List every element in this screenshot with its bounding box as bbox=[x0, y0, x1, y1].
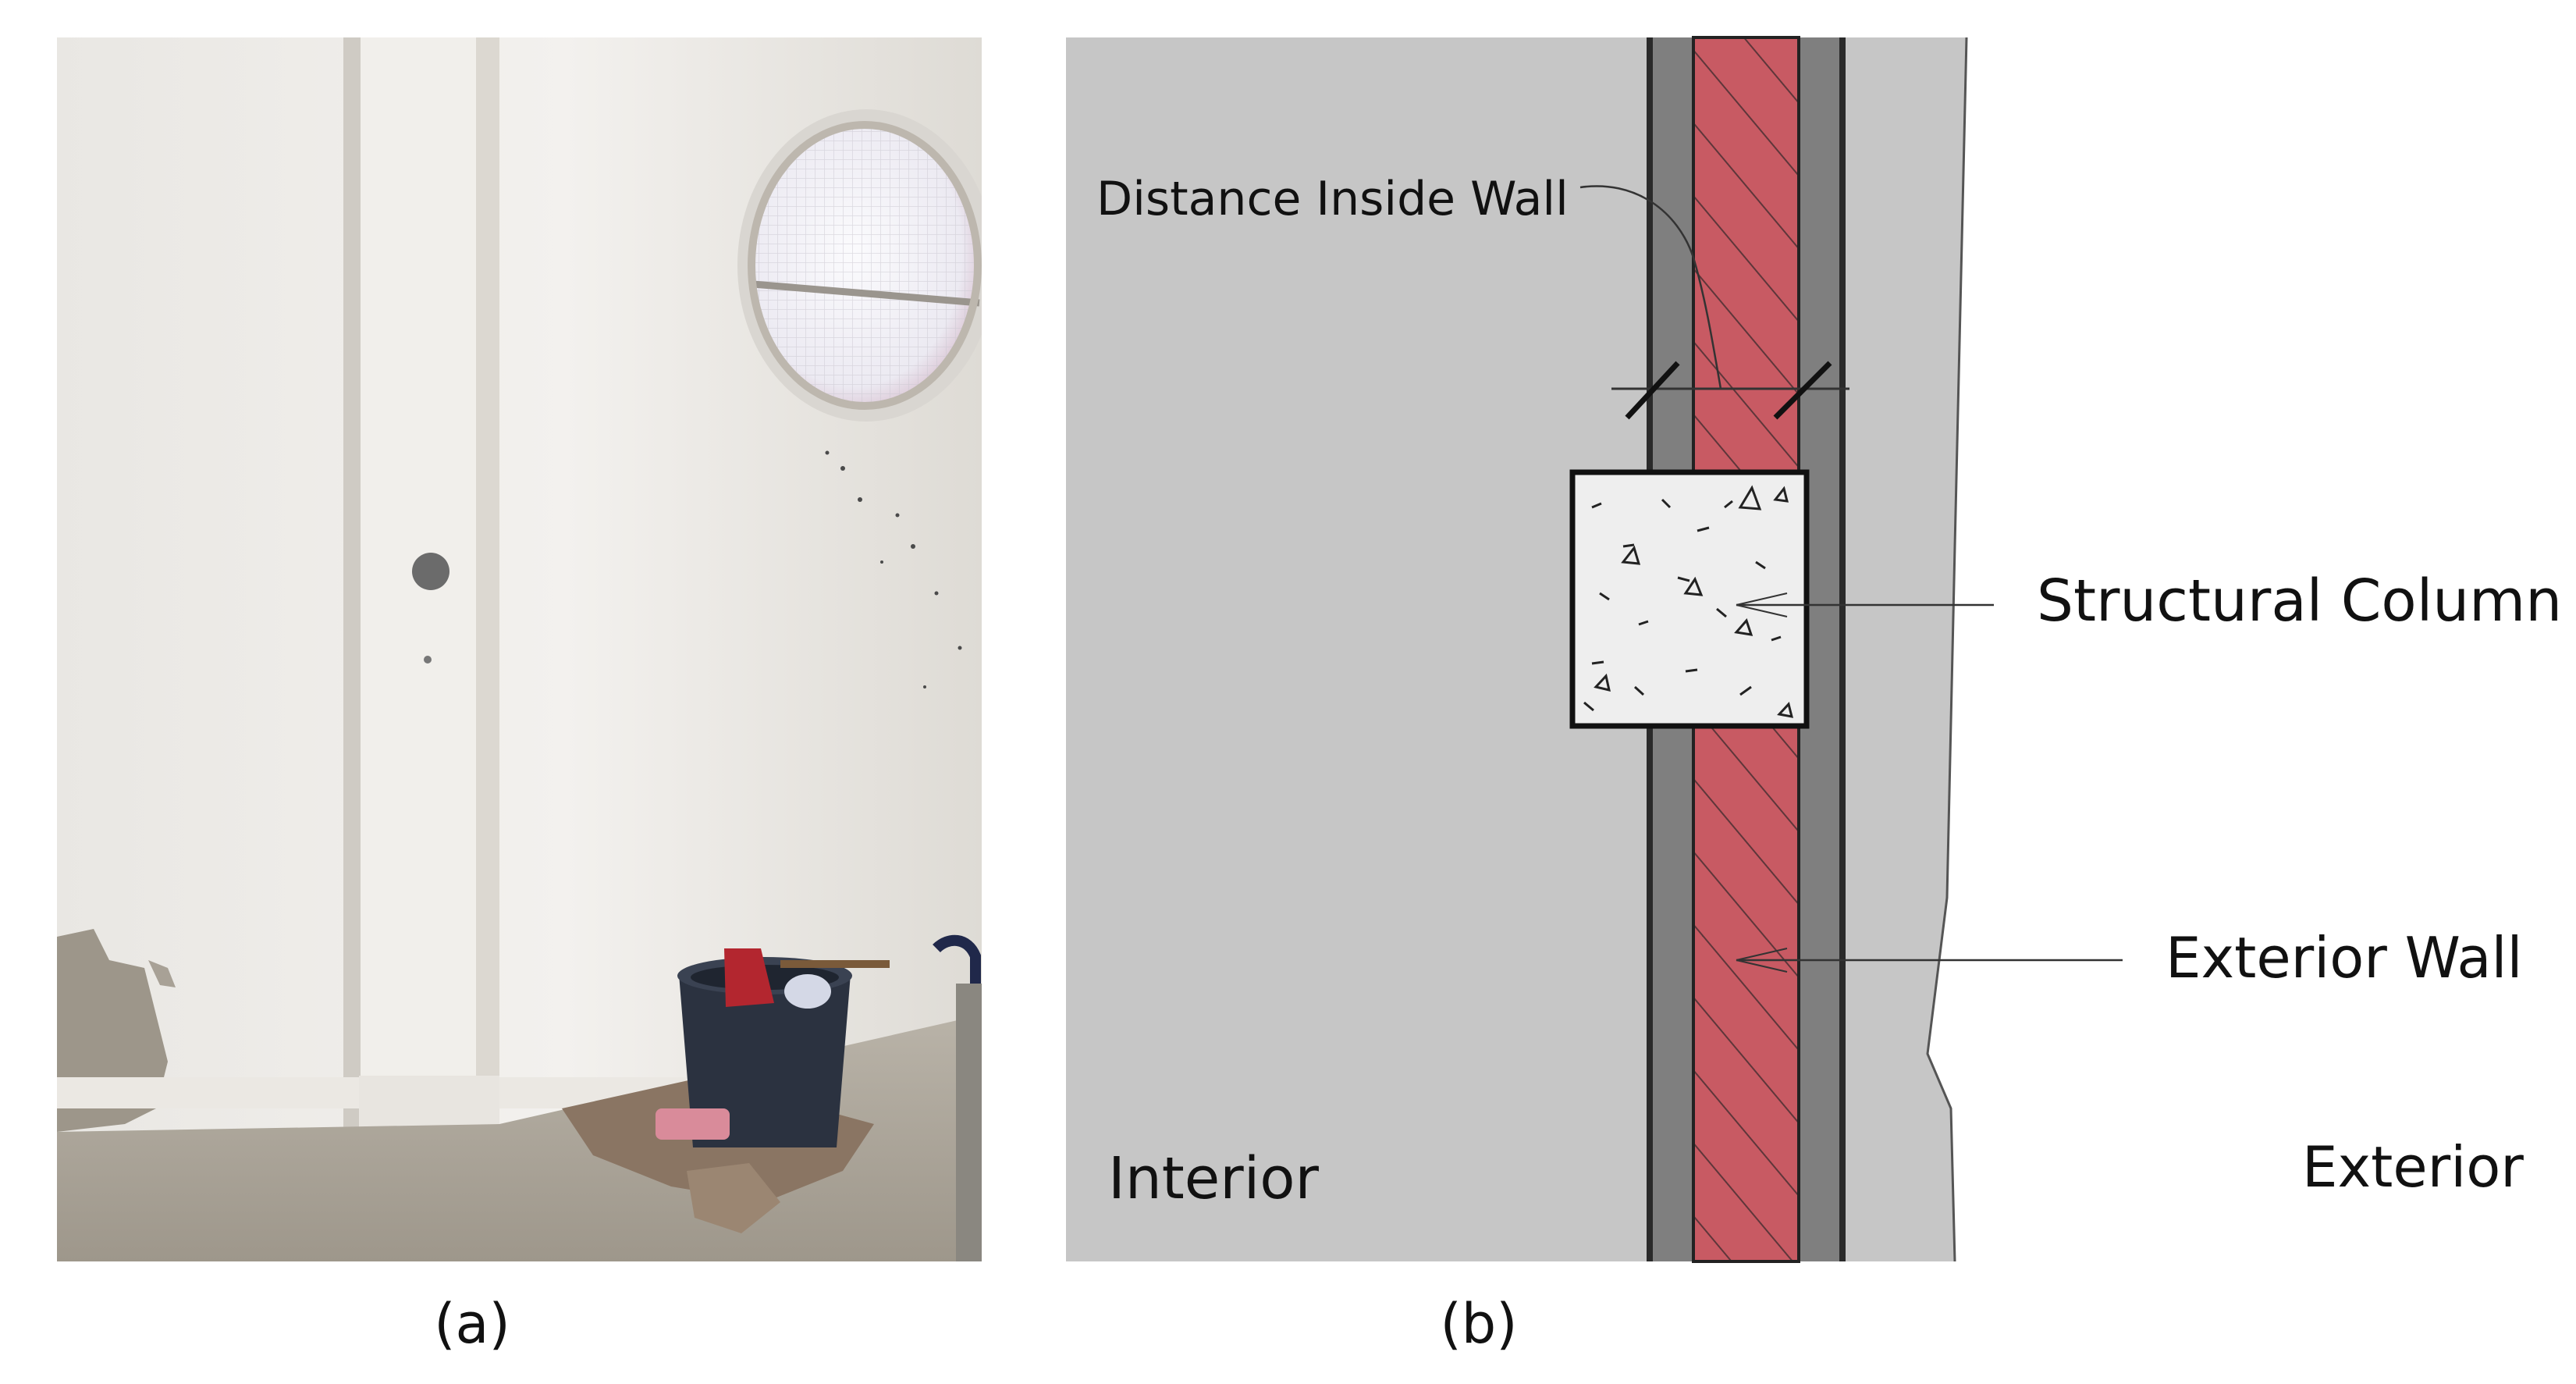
label-distance-inside-wall: Distance Inside Wall bbox=[1096, 172, 1569, 226]
debris-piece bbox=[687, 1163, 780, 1233]
peeled-plaster-bit bbox=[148, 960, 176, 987]
label-exterior-wall: Exterior Wall bbox=[2166, 925, 2523, 991]
caption-a: (a) bbox=[434, 1292, 510, 1356]
label-exterior: Exterior bbox=[2302, 1134, 2524, 1200]
leader-column-arrow-a bbox=[1736, 592, 1788, 606]
structural-column bbox=[1569, 469, 1810, 729]
pilaster-shadow bbox=[343, 37, 361, 1130]
bucket-icon bbox=[656, 948, 890, 1147]
exterior-boundary bbox=[1926, 37, 1968, 1262]
dimension-tick-right bbox=[1773, 361, 1832, 420]
wall-section-drawing: Distance Inside Wall Structural Column E… bbox=[1066, 36, 2562, 1263]
pipe bbox=[933, 934, 981, 991]
dimension-tick-left bbox=[1625, 361, 1680, 420]
wall-photo-illustration bbox=[57, 37, 982, 1261]
wall-spot bbox=[424, 656, 432, 664]
pilaster-base bbox=[359, 1076, 499, 1130]
label-interior: Interior bbox=[1108, 1145, 1320, 1212]
label-structural-column: Structural Column bbox=[2037, 567, 2562, 635]
leader-column-arrow-b bbox=[1736, 604, 1788, 617]
caption-b: (b) bbox=[1440, 1292, 1517, 1356]
wall-stains bbox=[825, 450, 962, 688]
wall-hole bbox=[412, 553, 449, 590]
pilaster-edge bbox=[476, 37, 499, 1130]
leader-distance bbox=[1579, 185, 1722, 390]
leader-wall-arrow-b bbox=[1736, 959, 1788, 973]
leader-wall-arrow-a bbox=[1736, 948, 1788, 961]
pipe-post bbox=[956, 984, 982, 1261]
round-window-icon bbox=[737, 109, 982, 422]
